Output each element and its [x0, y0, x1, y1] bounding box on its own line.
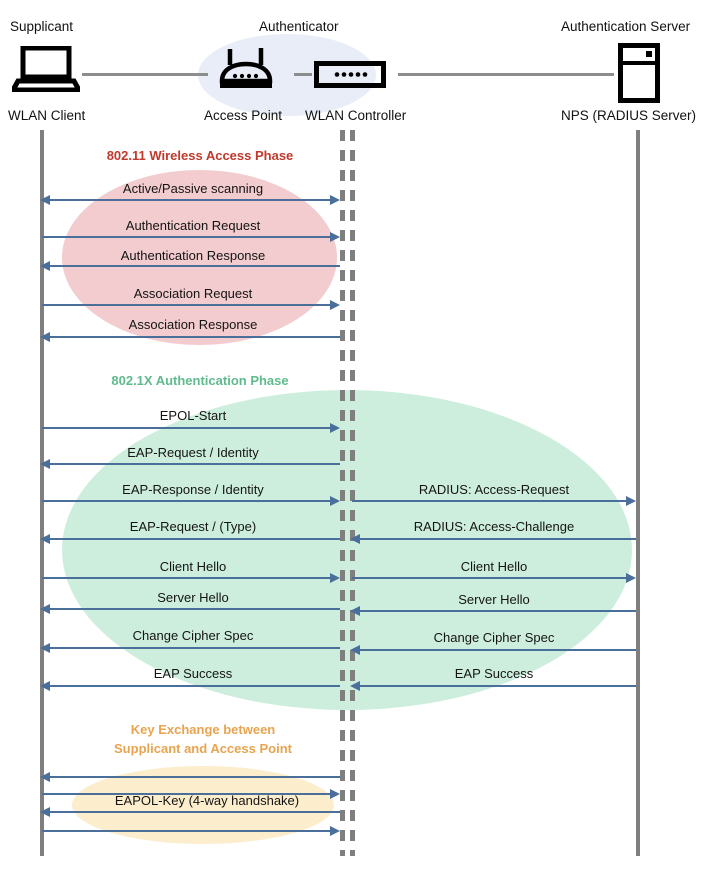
message-line: [360, 538, 636, 540]
arrow-head-left: [350, 645, 360, 655]
laptop-icon: [8, 45, 84, 97]
message-label-authentication-request: Authentication Request: [125, 218, 261, 233]
arrow-head-left: [40, 261, 50, 271]
message-label-radius-access-request: RADIUS: Access-Request: [418, 482, 570, 497]
message-label-change-cipher-spec-left: Change Cipher Spec: [132, 628, 254, 643]
message-line: [50, 776, 340, 778]
arrow-head-right: [330, 232, 340, 242]
arrow-head-left: [40, 807, 50, 817]
message-line: [50, 647, 340, 649]
message-label-server-hello-right: Server Hello: [458, 592, 530, 607]
phase-caption-dot1x-authentication: 802.1X Authentication Phase: [111, 373, 289, 388]
message-line: [360, 685, 636, 687]
message-line: [42, 304, 332, 306]
message-line: [50, 608, 340, 610]
message-label-eap-request-identity: EAP-Request / Identity: [127, 445, 259, 460]
phase-caption-key-exchange: Key Exchange between Supplicant and Acce…: [114, 722, 292, 756]
arrow-head-left: [40, 332, 50, 342]
message-label-change-cipher-spec-right: Change Cipher Spec: [433, 630, 555, 645]
message-label-client-hello-right: Client Hello: [460, 559, 528, 574]
arrow-head-right: [330, 826, 340, 836]
message-line: [50, 265, 340, 267]
role-title-supplicant: Supplicant: [10, 19, 74, 34]
arrow-head-left: [350, 534, 360, 544]
wire-ap-to-controller: [294, 73, 312, 76]
node-label-wlan-client: WLAN Client: [8, 108, 86, 123]
server-icon: [618, 43, 660, 108]
arrow-head-left: [350, 681, 360, 691]
message-line: [42, 427, 332, 429]
message-line: [50, 538, 340, 540]
message-line: [360, 649, 636, 651]
message-line: [50, 811, 340, 813]
message-label-server-hello-left: Server Hello: [157, 590, 229, 605]
message-line: [50, 685, 340, 687]
lifeline-access-point: [340, 130, 345, 856]
lifeline-wlan-controller: [350, 130, 355, 856]
arrow-head-left: [40, 643, 50, 653]
arrow-head-left: [40, 195, 50, 205]
arrow-head-left: [40, 459, 50, 469]
authenticator-highlight-blob: [198, 34, 376, 116]
message-label-eapol-key-4-way-handshake: EAPOL-Key (4-way handshake): [114, 793, 300, 808]
node-label-nps-radius-server: NPS (RADIUS Server): [561, 108, 697, 123]
role-title-authentication-server: Authentication Server: [561, 19, 691, 34]
lifeline-authentication-server: [636, 130, 640, 856]
arrow-head-right: [330, 789, 340, 799]
wire-client-to-ap: [82, 73, 208, 76]
wireless-access-point-icon: [216, 47, 276, 96]
phase-caption-wireless-access: 802.11 Wireless Access Phase: [106, 148, 294, 163]
arrow-head-right: [330, 195, 340, 205]
arrow-head-left: [40, 772, 50, 782]
message-label-eap-success-left: EAP Success: [153, 666, 233, 681]
message-line: [42, 793, 332, 795]
node-label-wlan-controller: WLAN Controller: [305, 108, 407, 123]
message-label-eap-success-right: EAP Success: [454, 666, 534, 681]
message-line: [352, 500, 628, 502]
wlan-controller-icon: [314, 61, 386, 93]
phase-ellipse-dot1x-authentication: [62, 390, 632, 710]
message-label-association-request: Association Request: [133, 286, 253, 301]
arrow-head-right: [330, 573, 340, 583]
message-label-eap-response-identity: EAP-Response / Identity: [122, 482, 264, 497]
message-line: [50, 336, 340, 338]
arrow-head-right: [330, 300, 340, 310]
arrow-head-right: [330, 423, 340, 433]
lifeline-supplicant: [40, 130, 44, 856]
message-line: [50, 463, 340, 465]
message-line: [42, 500, 332, 502]
message-label-eap-request-type: EAP-Request / (Type): [129, 519, 257, 534]
message-label-client-hello-left: Client Hello: [159, 559, 227, 574]
message-line: [352, 577, 628, 579]
message-label-active-passive-scanning: Active/Passive scanning: [122, 181, 264, 196]
arrow-head-left: [40, 604, 50, 614]
arrow-head-right: [330, 496, 340, 506]
node-label-access-point: Access Point: [204, 108, 283, 123]
arrow-head-left: [40, 534, 50, 544]
message-label-eapol-start: EPOL-Start: [159, 408, 227, 423]
message-label-authentication-response: Authentication Response: [120, 248, 266, 263]
arrow-head-left: [40, 681, 50, 691]
message-line: [50, 199, 332, 201]
message-line: [42, 830, 332, 832]
role-title-authenticator: Authenticator: [259, 19, 339, 34]
arrow-head-right: [626, 573, 636, 583]
message-label-radius-access-challenge: RADIUS: Access-Challenge: [413, 519, 575, 534]
arrow-head-right: [626, 496, 636, 506]
message-line: [360, 610, 636, 612]
message-line: [42, 577, 332, 579]
message-label-association-response: Association Response: [128, 317, 258, 332]
message-line: [42, 236, 332, 238]
arrow-head-left: [350, 606, 360, 616]
wire-controller-to-server: [398, 73, 614, 76]
